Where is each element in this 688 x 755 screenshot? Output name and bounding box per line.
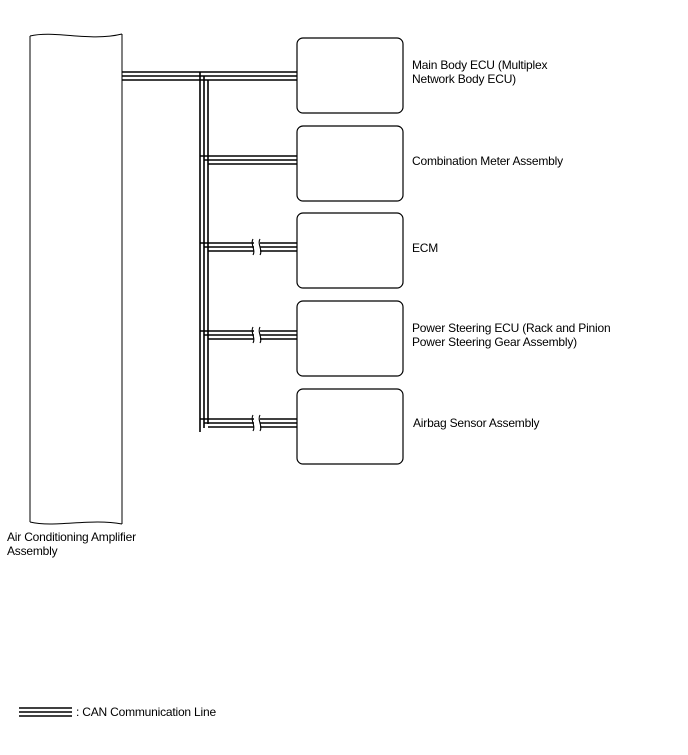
ecu-box-4 bbox=[296, 388, 404, 465]
branch-2 bbox=[200, 238, 297, 256]
branch-3 bbox=[200, 326, 297, 344]
legend-can-line-symbol bbox=[19, 707, 72, 717]
amplifier-label: Air Conditioning Amplifier Assembly bbox=[7, 530, 136, 558]
legend-label: : CAN Communication Line bbox=[76, 705, 216, 719]
ecu-box-0 bbox=[296, 37, 404, 114]
ecu-boxes bbox=[296, 37, 404, 465]
ecu-label-ecm: ECM bbox=[412, 241, 439, 255]
ecu-box-3 bbox=[296, 300, 404, 377]
ecu-label-combination-meter: Combination Meter Assembly bbox=[412, 154, 563, 168]
branch-1 bbox=[200, 155, 297, 165]
can-bus-trunk bbox=[122, 71, 297, 432]
air-conditioning-amplifier-block bbox=[29, 33, 123, 525]
ecu-box-2 bbox=[296, 212, 404, 289]
ecu-label-power-steering: Power Steering ECU (Rack and Pinion Powe… bbox=[412, 321, 611, 349]
ecu-label-airbag-sensor: Airbag Sensor Assembly bbox=[413, 416, 540, 430]
ecu-label-main-body: Main Body ECU (Multiplex Network Body EC… bbox=[412, 58, 548, 86]
ecu-box-1 bbox=[296, 125, 404, 202]
branch-4 bbox=[200, 414, 297, 432]
can-branches bbox=[200, 155, 297, 432]
